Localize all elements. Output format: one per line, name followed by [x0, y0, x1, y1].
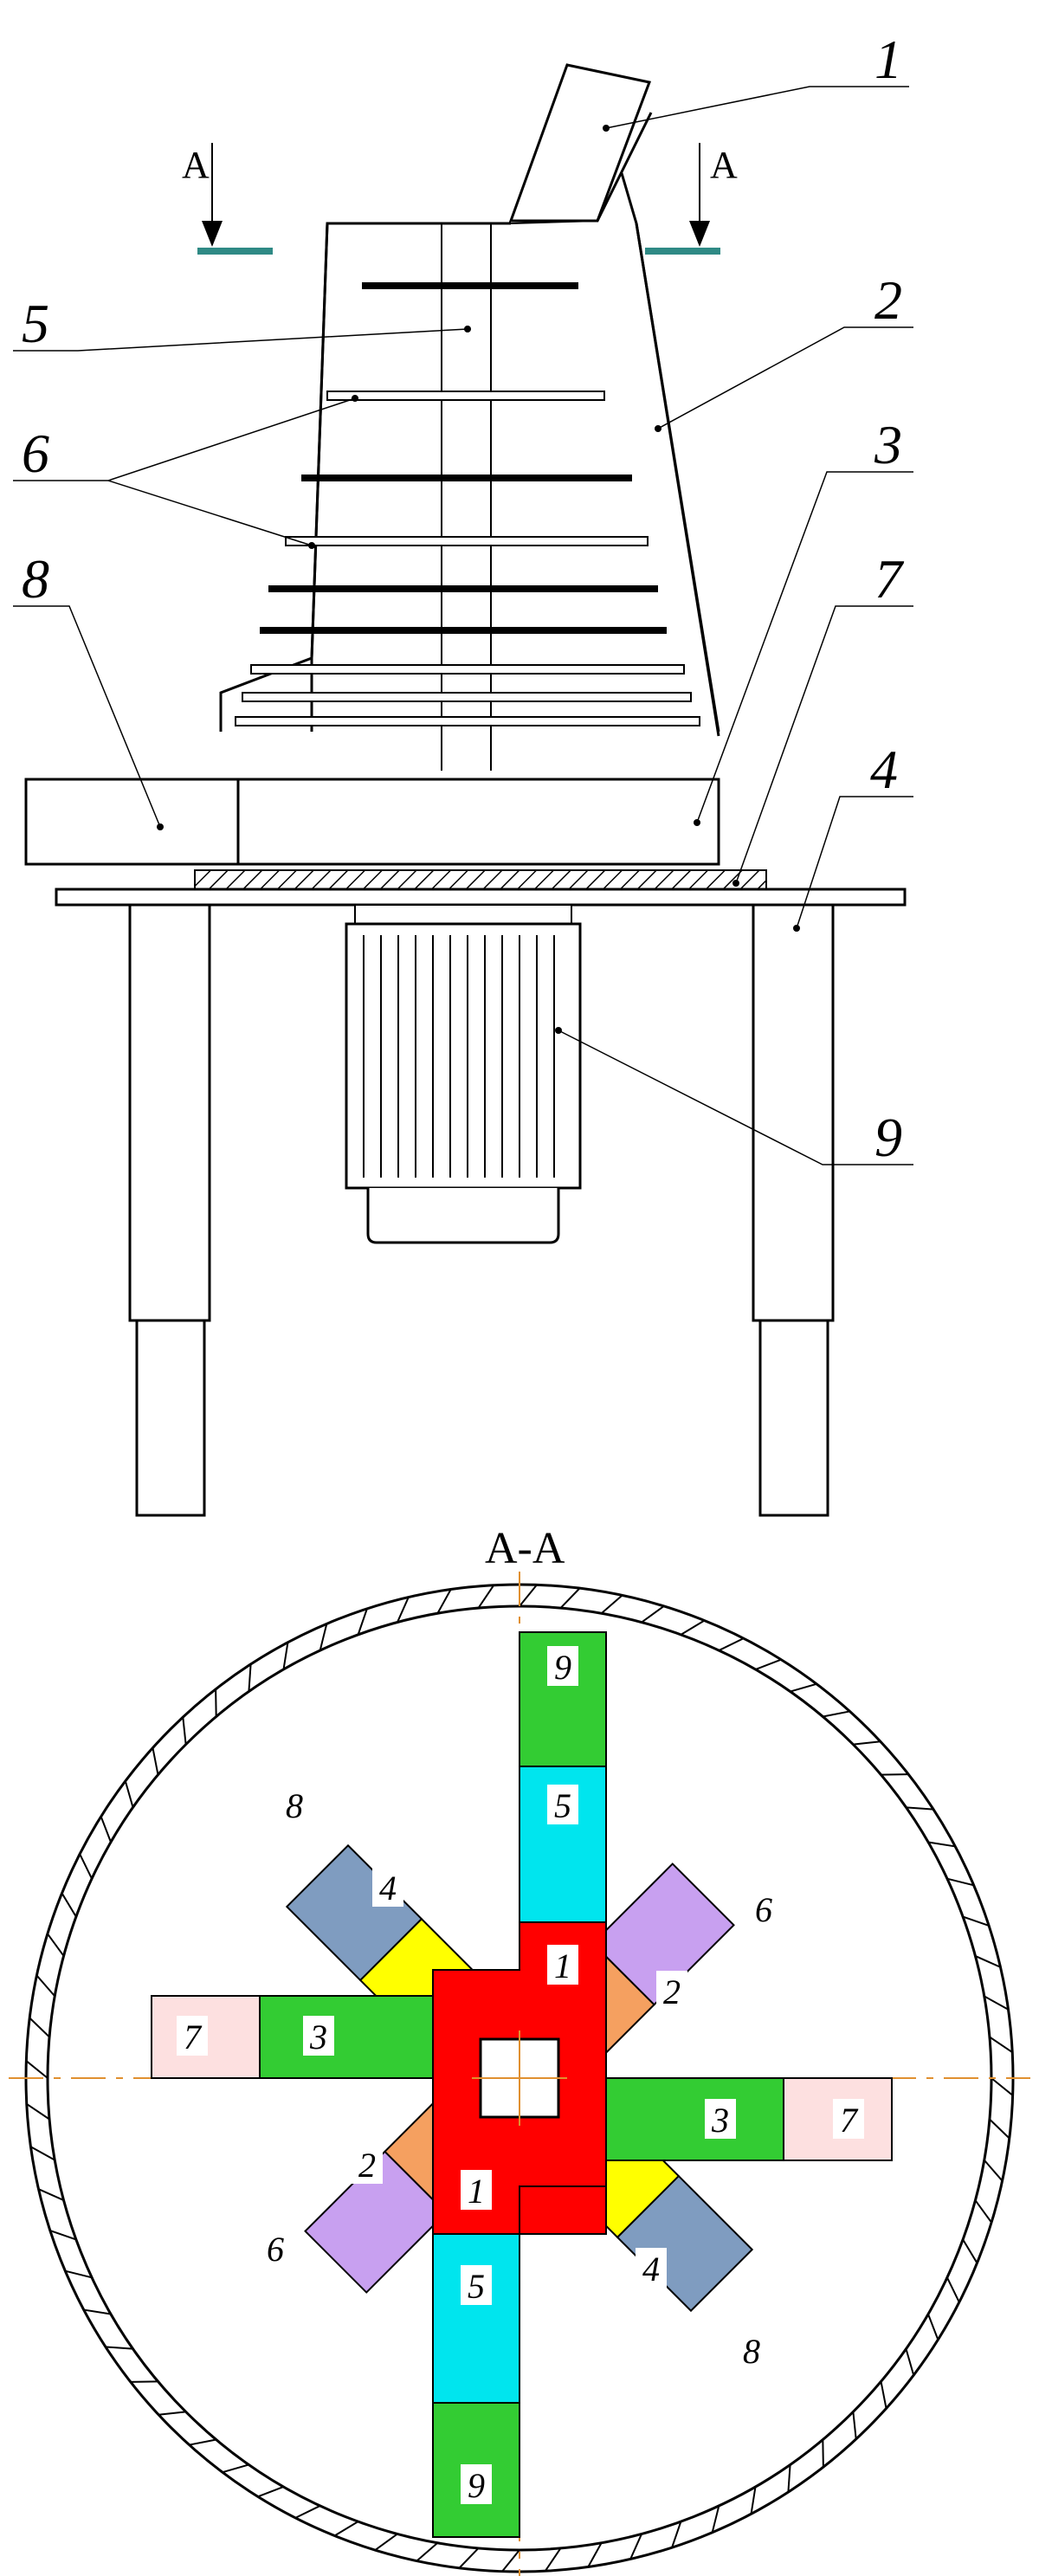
- blade-tag-7: 7: [177, 2016, 208, 2056]
- blade-3-right: [605, 2077, 784, 2161]
- blade-tag-2: 2: [656, 1971, 687, 2011]
- callout-9: 9: [874, 1107, 902, 1168]
- callout-6: 6: [22, 423, 49, 484]
- blade-tag-5: 5: [461, 2265, 492, 2306]
- section-letter-left: A: [182, 144, 210, 186]
- blade-tag-label: 8: [286, 1786, 303, 1825]
- blade-tag-label: 6: [267, 2230, 284, 2269]
- blade-tag-2: 2: [352, 2144, 383, 2185]
- blade-tag-label: 9: [554, 1648, 571, 1687]
- blade-tag-9: 9: [461, 2464, 492, 2505]
- callout-8: 8: [22, 548, 49, 610]
- blade-tag-label: 5: [468, 2267, 485, 2306]
- chamber-base: [236, 778, 720, 866]
- callout-1: 1: [874, 29, 902, 90]
- callout-7: 7: [874, 548, 905, 610]
- blade-tag-9: 9: [547, 1646, 578, 1687]
- blade-tag-label: 4: [379, 1869, 397, 1908]
- leader-lines: [13, 86, 913, 1165]
- blade-tag-label: 9: [468, 2466, 485, 2505]
- blade-tag-label: 3: [309, 2018, 327, 2056]
- blade-tag-label: 2: [663, 1972, 681, 2011]
- blade-5-bottom: [432, 2233, 520, 2404]
- blade-tag-8: 8: [736, 2330, 767, 2371]
- blade-tag-label: 8: [743, 2332, 760, 2371]
- rotor-discs: [235, 282, 700, 726]
- blade-tag-5: 5: [547, 1785, 578, 1825]
- blade-tag-label: 2: [358, 2146, 376, 2185]
- blade-tag-8: 8: [279, 1785, 310, 1825]
- elevation-view: A A: [13, 29, 913, 1517]
- discharge-box: [24, 778, 240, 866]
- section-title: A-A: [485, 1524, 565, 1573]
- blade-tag-6: 6: [748, 1888, 779, 1929]
- blade-tag-1: 1: [461, 2170, 492, 2211]
- hatched-plate: [194, 869, 767, 890]
- blade-tag-label: 7: [184, 2018, 203, 2056]
- blade-tag-3: 3: [705, 2099, 736, 2140]
- frame-legs: [128, 903, 835, 1517]
- section-view: A-A: [9, 1524, 1030, 2576]
- callout-3: 3: [874, 414, 902, 475]
- callout-5: 5: [22, 293, 49, 354]
- frame-top: [55, 888, 907, 907]
- blade-tag-6: 6: [260, 2228, 291, 2269]
- section-marker-left: A: [182, 143, 273, 255]
- blade-3-left: [259, 1995, 438, 2079]
- blade-tag-label: 4: [642, 2250, 660, 2289]
- section-letter-right: A: [710, 144, 738, 186]
- blade-tag-7: 7: [833, 2099, 864, 2140]
- blade-tag-label: 1: [468, 2172, 485, 2211]
- blade-6-bottom: [304, 2150, 448, 2294]
- blade-tag-1: 1: [547, 1945, 578, 1985]
- blade-tag-label: 3: [711, 2101, 729, 2140]
- blade-tag-3: 3: [303, 2016, 334, 2056]
- blade-6-top: [591, 1863, 735, 2006]
- blade-tag-label: 6: [755, 1890, 772, 1929]
- blade-tag-label: 7: [840, 2101, 859, 2140]
- blade-tag-label: 1: [554, 1947, 571, 1985]
- callout-4: 4: [870, 739, 898, 800]
- blade-tag-4: 4: [372, 1867, 403, 1908]
- section-marker-right: A: [645, 143, 738, 255]
- blade-tag-label: 5: [554, 1786, 571, 1825]
- callout-2: 2: [874, 269, 902, 331]
- blade-tag-4: 4: [636, 2248, 667, 2289]
- motor: [345, 904, 582, 1244]
